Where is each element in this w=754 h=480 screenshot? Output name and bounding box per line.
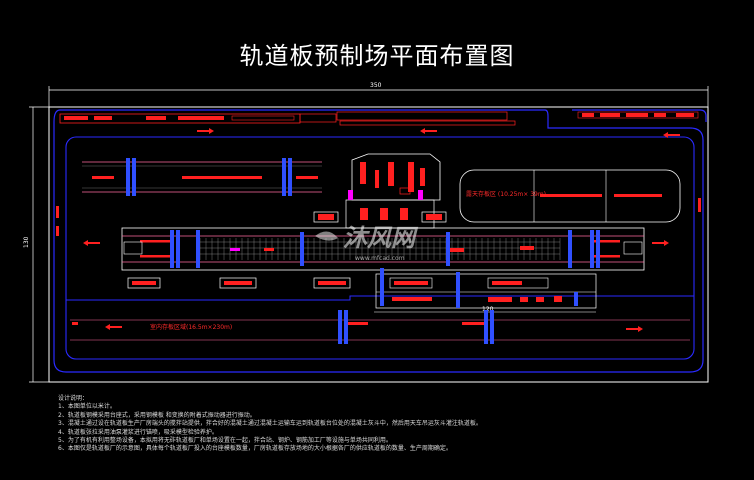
inner-dimension-text: 120 bbox=[482, 306, 494, 313]
support-buildings: 120 bbox=[127, 268, 597, 313]
inner-road bbox=[65, 136, 695, 360]
design-notes: 设计说明： 1、本图单位以米计。 2、轨道板钢模采用台座式，采用钢模板 和变换的… bbox=[58, 395, 482, 454]
note-item: 4、轨道板张拉采用油泵灌浆进行锚喷，吸采模型检验养护。 bbox=[58, 428, 218, 436]
yard-area-label: 露天存板区 (10.25m× 39m) bbox=[466, 190, 546, 198]
storage-area-label: 室内存板区域(16.5m×230m) bbox=[150, 323, 232, 331]
top-dimension-text: 350 bbox=[370, 82, 382, 89]
note-item: 3、混凝土通过设在轨道板生产厂房端头的搅拌站提供，拌合好的混凝土通过混凝土运输车… bbox=[58, 420, 482, 428]
drawing-title: 轨道板预制场平面布置图 bbox=[239, 42, 515, 70]
top-production-line bbox=[82, 158, 322, 196]
watermark: 沐风网 www.mfcad.com bbox=[315, 224, 419, 262]
factory-building bbox=[121, 227, 645, 271]
open-air-storage-yard: 露天存板区 (10.25m× 39m) bbox=[459, 169, 701, 223]
note-item: 2、轨道板钢模采用台座式，采用钢模板 和变换的附着式振动器进行振动。 bbox=[58, 411, 256, 419]
watermark-url: www.mfcad.com bbox=[355, 255, 405, 262]
left-dimension-text: 130 bbox=[23, 236, 30, 248]
note-item: 6、本图仅是轨道板厂的示意图，具体每个轨道板厂投入的台座模板数量，厂房轨道板存放… bbox=[58, 445, 452, 453]
mixing-plant bbox=[313, 153, 447, 229]
note-item: 1、本图单位以米计。 bbox=[58, 403, 116, 411]
outer-road bbox=[53, 109, 704, 373]
outer-frame bbox=[48, 106, 709, 383]
traffic-arrows bbox=[83, 128, 680, 332]
indoor-storage-area: 室内存板区域(16.5m×230m) bbox=[70, 310, 690, 344]
notes-heading: 设计说明： bbox=[58, 395, 89, 402]
watermark-logo: 沐风网 bbox=[343, 224, 419, 252]
note-item: 5、为了有机有利用整场设备，本拟用将无砟轨道板厂和单场设置在一起，拌合站、钢炉、… bbox=[58, 437, 392, 445]
